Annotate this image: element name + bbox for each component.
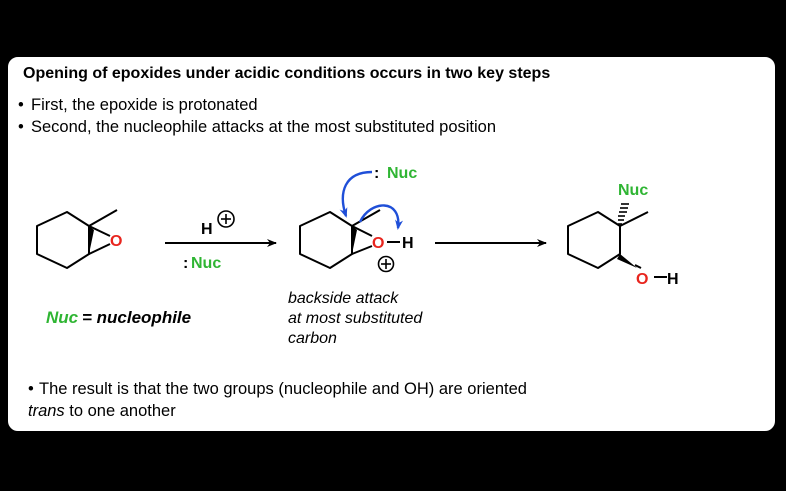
product-hydrogen: H [667, 271, 679, 288]
protonated-epoxide-molecule [299, 209, 400, 269]
epoxide-oxygen: O [110, 233, 122, 250]
epoxide-bond-lower-1 [88, 243, 111, 255]
trans-product-molecule [567, 211, 667, 278]
product-nucleophile: Nuc [618, 182, 648, 199]
epoxide-molecule [36, 209, 118, 269]
bullet-marker-2: • [18, 118, 24, 136]
bullet-text-2: Second, the nucleophile attacks at the m… [31, 118, 496, 136]
definition-term: Nuc [46, 308, 79, 327]
conclusion-trans: trans [28, 402, 65, 420]
bond-breaking-arrow [358, 204, 404, 230]
protonated-oxygen: O [372, 235, 384, 252]
epoxide-bond-upper-2 [351, 225, 373, 237]
oxonium-plus-charge [377, 255, 395, 273]
epoxide-bond-lower-2 [351, 245, 373, 255]
methyl-bond-1 [88, 209, 118, 227]
bullet-text-1: First, the epoxide is protonated [31, 96, 258, 114]
cyclohexane-ring-1 [36, 211, 90, 269]
content-panel [6, 55, 777, 433]
attacking-nucleophile: Nuc [387, 165, 417, 182]
acid-plus-charge [217, 210, 235, 228]
reagent-lone-pair-1: : [183, 255, 188, 272]
conclusion-line-1: The result is that the two groups (nucle… [39, 380, 527, 398]
nucleophile-reagent-1: Nuc [191, 255, 221, 272]
oxygen-bond-3 [634, 264, 642, 269]
title: Opening of epoxides under acidic conditi… [23, 65, 550, 82]
wedge-bond-to-oxygen [617, 254, 637, 268]
cyclohexane-ring-3 [567, 211, 621, 269]
product-oxygen: O [636, 271, 648, 288]
acid-reagent: H [201, 221, 213, 238]
methyl-bond-3 [619, 211, 649, 227]
attacking-lone-pair: : [374, 165, 379, 182]
oxygen-proton: H [402, 235, 414, 252]
methyl-bond-2 [351, 209, 381, 227]
bullet-marker-1: • [18, 96, 24, 114]
wedge-bond-1 [89, 226, 94, 254]
annotation-line-1: backside attack [288, 290, 399, 307]
nucleophile-attack-arrow [339, 170, 373, 218]
conclusion-marker: • [28, 380, 34, 398]
definition-text: = nucleophile [82, 308, 191, 327]
annotation-line-2: at most substituted [288, 310, 423, 327]
hashed-bond-to-nucleophile [618, 203, 629, 225]
wedge-bond-2 [352, 226, 357, 254]
cyclohexane-ring-2 [299, 211, 353, 269]
epoxide-bond-upper-1 [88, 225, 111, 237]
conclusion-line-2-rest: to one another [65, 402, 177, 420]
conclusion-line-2: trans to one another [28, 402, 176, 420]
annotation-line-3: carbon [288, 330, 337, 347]
